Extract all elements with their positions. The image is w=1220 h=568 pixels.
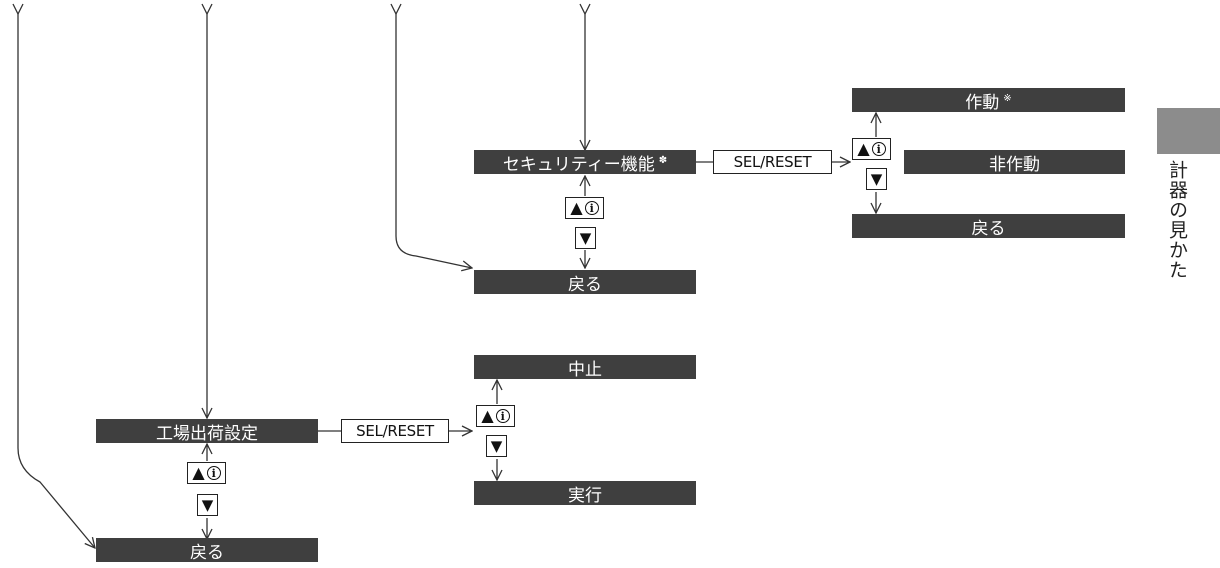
- down-triangle-icon: ▼: [201, 495, 214, 514]
- up-info-button-factory: ▲ i: [187, 462, 226, 484]
- not-operate-label: 非作動: [989, 154, 1040, 175]
- menu-item-back-right: 戻る: [852, 214, 1125, 239]
- back-right-label: 戻る: [971, 218, 1006, 239]
- security-mark: ✽: [658, 154, 668, 166]
- operate-label: 作動: [965, 92, 1000, 113]
- factory-settings-label: 工場出荷設定: [156, 423, 258, 444]
- info-icon: i: [206, 466, 221, 480]
- menu-item-factory-settings: 工場出荷設定: [96, 419, 318, 444]
- security-function-label: セキュリティー機能: [502, 154, 655, 175]
- up-triangle-icon: ▲: [481, 406, 494, 425]
- info-icon: i: [495, 409, 510, 423]
- up-info-button-security: ▲ i: [565, 197, 604, 219]
- menu-item-not-operate: 非作動: [904, 150, 1125, 175]
- operate-note-mark: ※: [1003, 92, 1012, 104]
- menu-item-security-function: セキュリティー機能 ✽: [474, 150, 696, 175]
- menu-item-operate: 作動 ※: [852, 88, 1125, 113]
- arrow-loop-upper: [396, 14, 472, 268]
- up-triangle-icon: ▲: [570, 198, 583, 217]
- up-info-button-security-submenu: ▲ i: [852, 138, 891, 160]
- down-button-security: ▼: [575, 227, 596, 249]
- cancel-label: 中止: [568, 359, 602, 380]
- sel-reset-button-upper: SEL/RESET: [713, 150, 832, 174]
- section-tab-marker: [1157, 108, 1220, 154]
- info-icon: i: [584, 201, 599, 215]
- up-triangle-icon: ▲: [192, 463, 205, 482]
- down-triangle-icon: ▼: [870, 169, 883, 188]
- down-triangle-icon: ▼: [579, 228, 592, 247]
- down-triangle-icon: ▼: [490, 436, 503, 455]
- info-icon: i: [871, 142, 886, 156]
- execute-label: 実行: [568, 485, 602, 506]
- sel-reset-label-lower: SEL/RESET: [356, 422, 434, 440]
- menu-item-cancel: 中止: [474, 355, 696, 380]
- menu-item-execute: 実行: [474, 481, 696, 506]
- sel-reset-label-upper: SEL/RESET: [733, 153, 812, 171]
- sel-reset-button-lower: SEL/RESET: [341, 419, 449, 443]
- down-button-factory: ▼: [197, 494, 218, 516]
- back-upper-label: 戻る: [568, 274, 602, 295]
- menu-item-back-lower: 戻る: [96, 538, 318, 563]
- menu-item-back-upper: 戻る: [474, 270, 696, 295]
- back-lower-label: 戻る: [190, 542, 224, 563]
- up-triangle-icon: ▲: [857, 139, 870, 158]
- up-info-button-factory-submenu: ▲ i: [476, 405, 515, 427]
- section-tab-label: 計器の見かた: [1166, 160, 1188, 280]
- arrow-loop-left: [18, 14, 95, 548]
- down-button-factory-submenu: ▼: [486, 435, 507, 457]
- down-button-security-submenu: ▼: [866, 168, 887, 190]
